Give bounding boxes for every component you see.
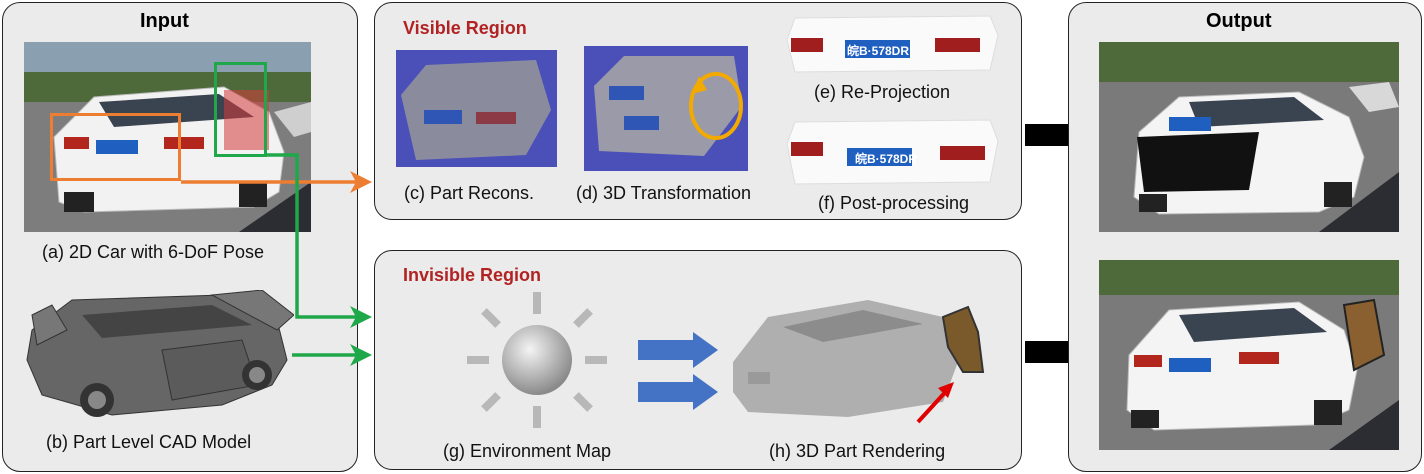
trunk-highlight-box (50, 113, 181, 181)
black-arrow-1-shaft (1025, 124, 1075, 146)
output-trunk-image (1099, 42, 1399, 232)
green-arrowhead-1 (350, 306, 372, 328)
green-arrowhead-2 (350, 344, 372, 366)
plate-f: 皖B·578DR (855, 152, 918, 166)
door-highlight-box (214, 62, 267, 157)
black-arrow-2-shaft (1025, 341, 1075, 363)
reprojection-image (785, 10, 1000, 78)
input-title: Input (140, 10, 189, 32)
part-rendering-image (728, 292, 990, 432)
caption-c: (c) Part Recons. (404, 183, 535, 203)
environment-map-image (465, 290, 610, 430)
sun-icon (502, 325, 572, 395)
caption-h: (h) 3D Part Rendering (769, 441, 946, 461)
output-door-image (1099, 260, 1399, 450)
caption-b: (b) Part Level CAD Model (46, 432, 252, 452)
visible-region-title: Visible Region (403, 18, 527, 38)
caption-a: (a) 2D Car with 6-DoF Pose (42, 242, 265, 262)
blue-arrows (638, 332, 718, 410)
plate-e: 皖B·578DR (847, 44, 910, 58)
blue-arrow-1-head (693, 332, 718, 368)
post-processing-image (785, 116, 1000, 188)
blue-arrow-2-head (693, 374, 718, 410)
green-arrow-1 (267, 153, 360, 319)
rotation-arrow-icon (689, 72, 743, 140)
caption-e: (e) Re-Projection (814, 82, 951, 102)
orange-arrowhead (350, 171, 372, 193)
caption-f: (f) Post-processing (818, 193, 970, 213)
red-arrow-icon (938, 382, 954, 398)
part-recon-image (396, 50, 557, 167)
caption-g: (g) Environment Map (443, 441, 612, 461)
invisible-region-title: Invisible Region (403, 265, 542, 285)
output-title: Output (1206, 10, 1272, 32)
transformation-image (584, 46, 748, 171)
caption-d: (d) 3D Transformation (576, 183, 752, 203)
cad-model-image (22, 290, 294, 420)
